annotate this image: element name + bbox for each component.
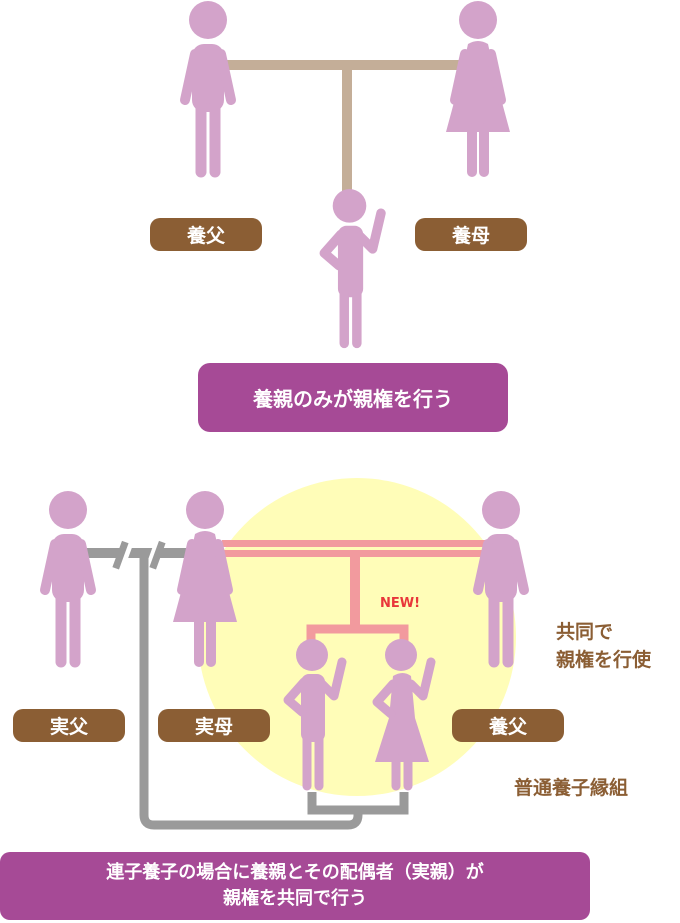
joint-note-line-2: 親権を行使 xyxy=(556,649,652,671)
birth-mother-figure xyxy=(177,490,233,670)
adoption-type-label: 普通養子縁組 xyxy=(514,777,629,799)
label-birth-mother: 実母 xyxy=(158,709,270,742)
new-badge: NEW! xyxy=(380,596,421,611)
label-adoptive-mother-top: 養母 xyxy=(415,218,527,251)
top-caption: 養親のみが親権を行う xyxy=(198,363,508,432)
bottom-caption-line-2: 親権を共同で行う xyxy=(223,888,367,909)
daughter-figure xyxy=(371,638,435,798)
joint-custody-highlight xyxy=(198,478,516,796)
adoptive-father-figure-bottom xyxy=(473,490,529,670)
bottom-caption-line-1: 連子養子の場合に養親とその配偶者（実親）が xyxy=(106,862,484,883)
joint-custody-note: 共同で 親権を行使 xyxy=(556,618,651,674)
label-adoptive-father-top: 養父 xyxy=(150,218,262,251)
joint-note-line-1: 共同で xyxy=(556,621,614,643)
birth-father-figure xyxy=(40,490,96,670)
top-connector-lines xyxy=(222,60,462,200)
bottom-caption: 連子養子の場合に養親とその配偶者（実親）が 親権を共同で行う xyxy=(0,852,590,920)
son-figure xyxy=(282,638,346,798)
label-adoptive-father-bottom: 養父 xyxy=(452,709,564,742)
label-birth-father: 実父 xyxy=(13,709,125,742)
